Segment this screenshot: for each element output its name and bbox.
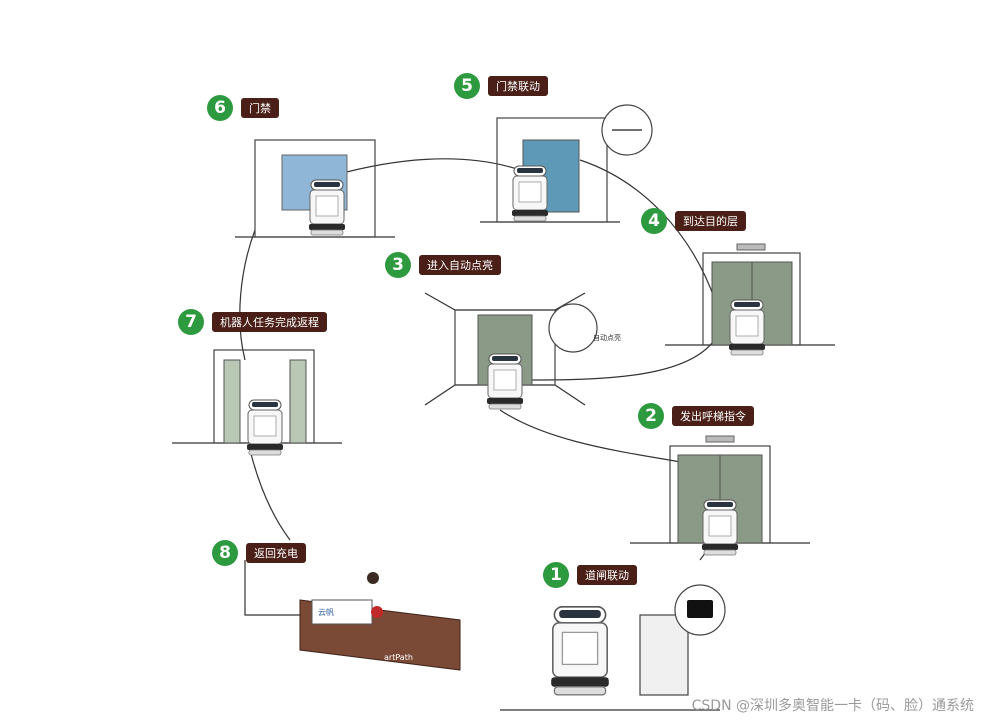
scene-return-elevator xyxy=(172,349,342,456)
step-2: 2 发出呼梯指令 xyxy=(638,403,754,429)
scene-elevator-interior: 自动点亮 xyxy=(424,292,621,410)
step-7-number: 7 xyxy=(178,309,204,335)
step-5: 5 门禁联动 xyxy=(454,73,548,99)
step-8-label: 返回充电 xyxy=(246,543,306,563)
step-4: 4 到达目的层 xyxy=(641,208,746,234)
step-6: 6 门禁 xyxy=(207,95,279,121)
step-5-label: 门禁联动 xyxy=(488,76,548,96)
step-7: 7 机器人任务完成返程 xyxy=(178,309,327,335)
scene-call-elevator xyxy=(630,435,810,556)
step-5-number: 5 xyxy=(454,73,480,99)
step-6-label: 门禁 xyxy=(241,98,279,118)
step-1-number: 1 xyxy=(543,562,569,588)
scene-charging-desk: 云帆 artPath xyxy=(244,560,461,671)
step-3-number: 3 xyxy=(385,252,411,278)
step-8: 8 返回充电 xyxy=(212,540,306,566)
step-2-number: 2 xyxy=(638,403,664,429)
step-2-label: 发出呼梯指令 xyxy=(672,406,754,426)
desk-logo-prefix: 云帆 xyxy=(318,607,334,617)
step-4-label: 到达目的层 xyxy=(675,211,746,231)
step-1: 1 道闸联动 xyxy=(543,562,637,588)
step-6-number: 6 xyxy=(207,95,233,121)
scene-gate-linkage xyxy=(500,584,726,711)
step-8-number: 8 xyxy=(212,540,238,566)
watermark: CSDN @深圳多奥智能一卡（码、脸）通系统 xyxy=(691,698,974,714)
step-1-label: 道闸联动 xyxy=(577,565,637,585)
desk-logo: artPath xyxy=(384,653,413,662)
panel-label: 自动点亮 xyxy=(593,333,621,342)
step-3: 3 进入自动点亮 xyxy=(385,252,501,278)
step-3-label: 进入自动点亮 xyxy=(419,255,501,275)
scene-arrival-elevator xyxy=(665,243,835,356)
step-4-number: 4 xyxy=(641,208,667,234)
scene-access-door xyxy=(235,139,395,238)
scene-door-linkage xyxy=(480,104,653,223)
step-7-label: 机器人任务完成返程 xyxy=(212,312,327,332)
